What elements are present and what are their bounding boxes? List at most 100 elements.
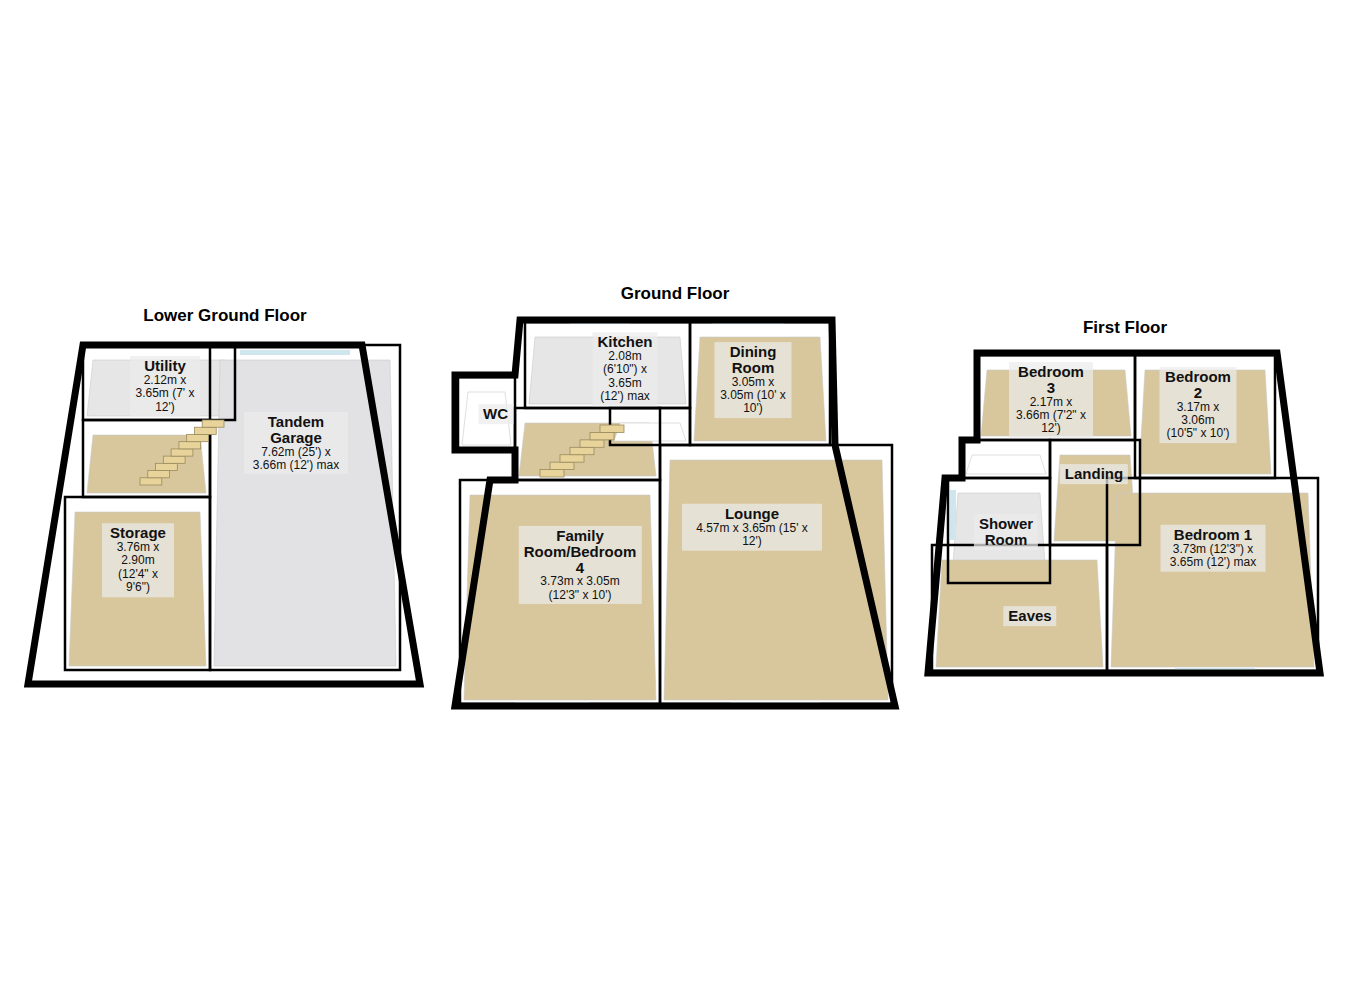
exterior-wall	[28, 345, 420, 684]
interior-wall	[948, 478, 1050, 583]
room-dimensions: 7.62m (25') x 3.66m (12') max	[249, 445, 343, 472]
room-dimensions: 3.76m x 2.90m (12'4" x 9'6")	[107, 541, 169, 595]
staircase	[140, 420, 624, 485]
stair-step	[600, 425, 624, 432]
interior-wall	[977, 355, 1135, 440]
room: Tandem Garage7.62m (25') x 3.66m (12') m…	[210, 345, 400, 670]
interior-wall	[962, 440, 1050, 478]
room-name: Bedroom 3	[1014, 364, 1088, 396]
room-name: Landing	[1065, 466, 1123, 482]
stair-step	[171, 449, 193, 456]
label-plate: Family Room/Bedroom 43.73m x 3.05m (12'3…	[519, 526, 642, 604]
room-floor	[69, 512, 206, 666]
room-floor	[936, 560, 1103, 667]
room-name: Eaves	[1008, 608, 1051, 624]
floor-outline	[28, 345, 420, 684]
floor-heading: Lower Ground Floor	[20, 300, 430, 332]
floor-heading: First Floor	[920, 312, 1330, 344]
room-floor	[664, 460, 888, 700]
window	[950, 490, 956, 540]
label-plate: Utility2.12m x 3.65m (7' x 12')	[130, 356, 200, 416]
label-plate: Tandem Garage7.62m (25') x 3.66m (12') m…	[244, 412, 348, 474]
floor-plan: First FloorBedroom 32.17m x 3.66m (7'2" …	[920, 312, 1330, 682]
window	[240, 350, 350, 355]
interior-wall	[458, 377, 515, 449]
room-floor	[1111, 493, 1314, 667]
floor-plan: Ground FloorWC Kitchen2.08m (6'10") x 3.6…	[445, 278, 905, 712]
stair-step	[560, 455, 584, 462]
room: Landing	[1050, 440, 1140, 545]
exterior-wall	[455, 320, 895, 706]
room-floor	[464, 495, 656, 700]
room-floor	[966, 455, 1046, 474]
room-name: Dining Room	[720, 344, 787, 376]
stair-step	[156, 463, 178, 470]
label-plate: Landing	[1060, 464, 1128, 484]
room-dimensions: 3.73m x 3.05m (12'3" x 10')	[524, 575, 637, 602]
label-plate: Bedroom 23.17m x 3.06m (10'5" x 10')	[1160, 367, 1237, 443]
room: WC	[458, 377, 515, 449]
interior-wall	[83, 420, 210, 497]
label-plate: Bedroom 32.17m x 3.66m (7'2" x 12')	[1009, 362, 1093, 438]
room: Shower Room	[948, 478, 1050, 583]
room-floor	[614, 423, 686, 441]
room-dimensions: 3.17m x 3.06m (10'5" x 10')	[1165, 401, 1232, 441]
room-floor	[694, 337, 826, 441]
interior-wall	[460, 480, 660, 704]
floor-plan: Lower Ground FloorUtility2.12m x 3.65m (…	[20, 300, 430, 692]
floor-outline	[455, 320, 895, 706]
label-plate: Eaves	[1003, 606, 1056, 626]
interior-wall	[1135, 355, 1275, 478]
interior-wall	[932, 545, 1107, 671]
room: Storage3.76m x 2.90m (12'4" x 9'6")	[65, 497, 210, 670]
room-dimensions: 2.08m (6'10") x 3.65m (12') max	[597, 350, 652, 404]
stair-step	[550, 462, 574, 469]
floor-outline	[928, 353, 1320, 673]
exterior-wall	[928, 353, 1320, 673]
label-plate: WC	[478, 404, 513, 424]
room: Kitchen2.08m (6'10") x 3.65m (12') max	[525, 322, 690, 408]
room-dimensions: 3.73m (12'3") x 3.65m (12') max	[1166, 542, 1261, 569]
room-name: Bedroom 2	[1165, 369, 1232, 401]
room-name: Bedroom 1	[1166, 527, 1261, 543]
room-dimensions: 2.12m x 3.65m (7' x 12')	[135, 374, 195, 414]
interior-wall	[1050, 440, 1140, 545]
room-floor	[462, 392, 511, 445]
room: Family Room/Bedroom 43.73m x 3.05m (12'3…	[460, 480, 660, 704]
room-name: Lounge	[687, 506, 817, 522]
room-name: Kitchen	[597, 335, 652, 351]
room: Dining Room3.05m x 3.05m (10' x 10')	[690, 322, 830, 445]
interior-wall	[690, 322, 830, 445]
stair-step	[187, 434, 209, 441]
interior-wall	[660, 445, 892, 704]
room: Eaves	[932, 545, 1107, 671]
interior-wall	[83, 345, 235, 420]
room-name: Shower Room	[979, 516, 1033, 548]
label-plate: Lounge4.57m x 3.65m (15' x 12')	[682, 504, 822, 551]
stair-step	[580, 440, 604, 447]
label-plate: Shower Room	[974, 514, 1038, 550]
label-plate: Storage3.76m x 2.90m (12'4" x 9'6")	[102, 523, 174, 597]
room: Bedroom 13.73m (12'3") x 3.65m (12') max	[1107, 478, 1318, 671]
room: Bedroom 32.17m x 3.66m (7'2" x 12')	[977, 355, 1135, 440]
interior-wall	[1107, 478, 1318, 671]
stair-step	[148, 471, 170, 478]
room-floor	[214, 360, 396, 666]
stair-step	[140, 478, 162, 485]
room-name: Tandem Garage	[249, 414, 343, 446]
interior-wall	[525, 322, 690, 408]
label-plate: Kitchen2.08m (6'10") x 3.65m (12') max	[592, 333, 657, 407]
stair-step	[570, 447, 594, 454]
room-dimensions: 4.57m x 3.65m (15' x 12')	[687, 521, 817, 548]
stair-step	[202, 420, 224, 427]
room-name: Family Room/Bedroom 4	[524, 528, 637, 575]
label-plate: Dining Room3.05m x 3.05m (10' x 10')	[715, 342, 792, 418]
walls	[28, 318, 1320, 708]
stair-step	[194, 427, 216, 434]
room-dimensions: 2.17m x 3.66m (7'2" x 12')	[1014, 396, 1088, 436]
interior-wall	[65, 497, 210, 670]
room: Bedroom 23.17m x 3.06m (10'5" x 10')	[1135, 355, 1275, 478]
floor-heading: Ground Floor	[445, 278, 905, 310]
